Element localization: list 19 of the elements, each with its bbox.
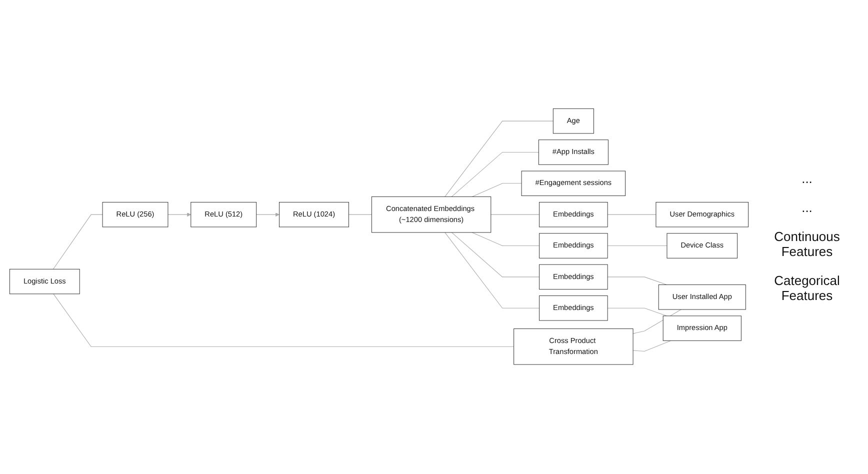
- connector: [348, 214, 372, 216]
- arrow: [256, 212, 280, 217]
- side-label: ...: [802, 171, 812, 186]
- connector: [52, 214, 103, 270]
- arrow: [168, 212, 192, 217]
- connector: [607, 214, 656, 216]
- connector: [472, 184, 522, 198]
- side-label: Categorical Features: [773, 273, 841, 303]
- side-label: Continuous Features: [773, 229, 841, 259]
- connector: [490, 214, 540, 216]
- connector: [607, 308, 668, 317]
- connector: [444, 121, 554, 198]
- connector: [607, 277, 668, 286]
- side-label: ...: [802, 200, 812, 215]
- connector: [451, 232, 540, 278]
- connector: [444, 232, 540, 309]
- connector: [451, 152, 539, 198]
- connector: [53, 294, 514, 348]
- connector: [472, 232, 540, 246]
